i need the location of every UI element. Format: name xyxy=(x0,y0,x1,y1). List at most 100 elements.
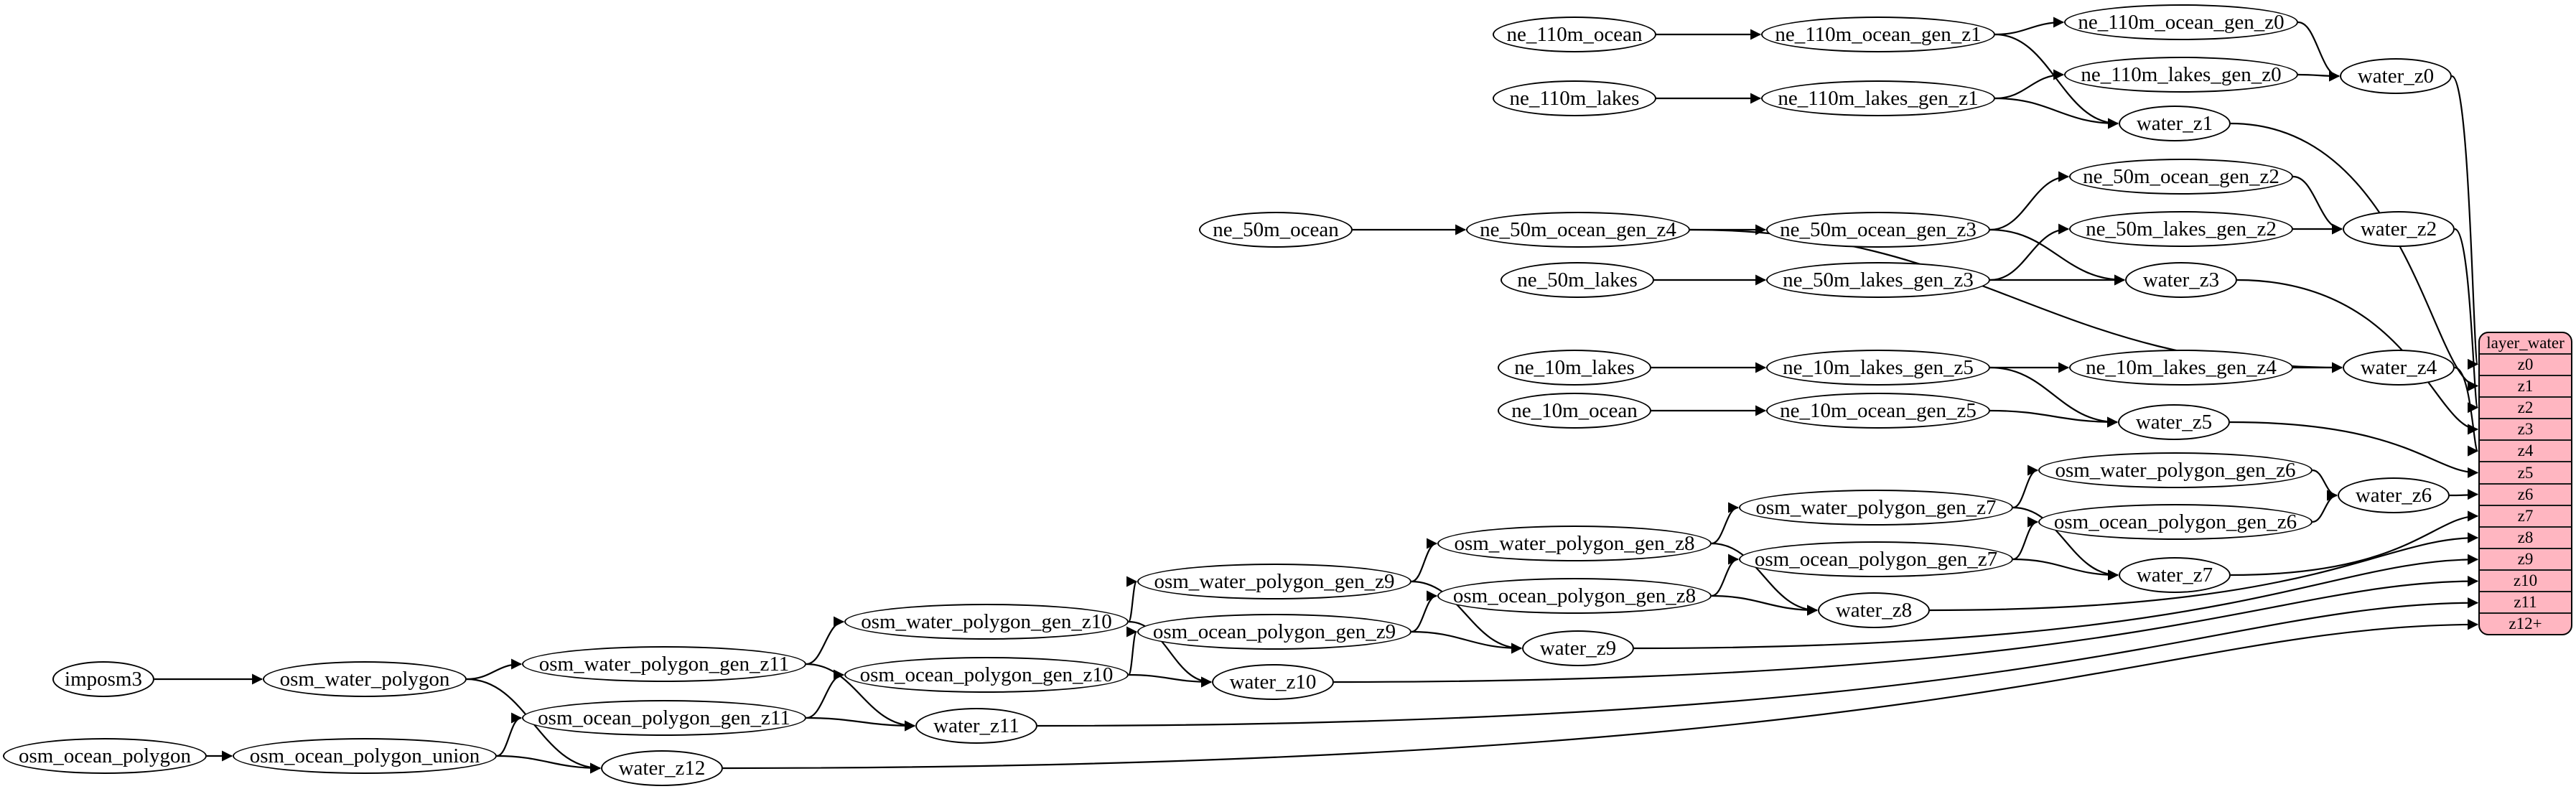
table-row-z3: z3 xyxy=(2480,418,2571,439)
graph-node-water_z8: water_z8 xyxy=(1818,592,1930,628)
edge-osm_water_polygon_gen_z11-to-water_z11 xyxy=(806,663,916,732)
table-row-z6: z6 xyxy=(2480,482,2571,505)
graph-node-water_z4: water_z4 xyxy=(2343,350,2455,386)
graph-node-water_z1: water_z1 xyxy=(2119,106,2231,141)
graph-node-ne_110m_lakes: ne_110m_lakes xyxy=(1493,80,1656,116)
edge-osm_ocean_polygon_gen_z10-to-water_z10 xyxy=(1128,673,1213,688)
table-row-z2: z2 xyxy=(2480,396,2571,418)
graph-node-ne_50m_lakes_gen_z3: ne_50m_lakes_gen_z3 xyxy=(1766,262,1990,298)
graph-node-ne_10m_lakes: ne_10m_lakes xyxy=(1498,350,1651,386)
edge-osm_water_polygon_gen_z7-to-osm_water_polygon_gen_z6 xyxy=(2012,464,2039,509)
graph-node-ne_10m_ocean_gen_z5: ne_10m_ocean_gen_z5 xyxy=(1766,393,1990,429)
graph-node-osm_water_polygon_gen_z8: osm_water_polygon_gen_z8 xyxy=(1437,526,1712,561)
edge-water_z4-to-layer_water-z4 xyxy=(2454,366,2479,457)
graph-node-ne_50m_ocean_gen_z4: ne_50m_ocean_gen_z4 xyxy=(1466,212,1690,248)
graph-node-imposm3: imposm3 xyxy=(52,661,154,697)
table-row-z7: z7 xyxy=(2480,504,2571,526)
edge-water_z11-to-layer_water-z11 xyxy=(1037,597,2479,727)
graph-node-osm_ocean_polygon_gen_z6: osm_ocean_polygon_gen_z6 xyxy=(2038,504,2313,540)
edge-ne_50m_ocean_gen_z3-to-ne_50m_ocean_gen_z2 xyxy=(1989,171,2070,231)
graph-node-ne_50m_lakes_gen_z2: ne_50m_lakes_gen_z2 xyxy=(2069,211,2293,247)
edge-water_z2-to-layer_water-z2 xyxy=(2454,228,2479,413)
graph-node-osm_water_polygon_gen_z6: osm_water_polygon_gen_z6 xyxy=(2038,452,2313,488)
edge-osm_ocean_polygon_gen_z8-to-osm_ocean_polygon_gen_z7 xyxy=(1711,554,1740,597)
edge-osm_ocean_polygon_gen_z9-to-osm_ocean_polygon_gen_z8 xyxy=(1411,590,1438,633)
graph-node-ne_110m_lakes_gen_z0: ne_110m_lakes_gen_z0 xyxy=(2064,57,2298,93)
graph-node-ne_50m_ocean_gen_z2: ne_50m_ocean_gen_z2 xyxy=(2069,159,2293,195)
edge-osm_ocean_polygon_gen_z7-to-osm_ocean_polygon_gen_z6 xyxy=(2012,516,2039,561)
graph-node-ne_10m_lakes_gen_z4: ne_10m_lakes_gen_z4 xyxy=(2069,350,2293,386)
edge-ne_50m_lakes_gen_z3-to-ne_50m_lakes_gen_z2 xyxy=(1989,223,2070,281)
edge-osm_ocean_polygon_gen_z11-to-water_z11 xyxy=(806,716,916,732)
edge-ne_110m_lakes_gen_z1-to-ne_110m_lakes_gen_z0 xyxy=(1994,69,2065,100)
edge-osm_ocean_polygon_gen_z9-to-water_z9 xyxy=(1411,630,1523,654)
table-row-z11: z11 xyxy=(2480,590,2571,612)
graph-node-osm_water_polygon_gen_z10: osm_water_polygon_gen_z10 xyxy=(844,604,1129,640)
graph-node-ne_110m_ocean_gen_z0: ne_110m_ocean_gen_z0 xyxy=(2064,4,2298,40)
graph-node-water_z12: water_z12 xyxy=(601,750,723,786)
graph-node-water_z9: water_z9 xyxy=(1522,630,1634,666)
table-row-z12+: z12+ xyxy=(2480,612,2571,634)
edge-ne_110m_ocean_gen_z1-to-ne_110m_ocean_gen_z0 xyxy=(1994,17,2065,36)
edge-osm_water_polygon_gen_z10-to-osm_water_polygon_gen_z9 xyxy=(1126,576,1138,623)
edge-water_z8-to-layer_water-z8 xyxy=(1929,532,2479,612)
table-row-z4: z4 xyxy=(2480,439,2571,461)
edge-osm_ocean_polygon_union-to-osm_ocean_polygon_gen_z11 xyxy=(496,712,523,757)
edge-ne_110m_ocean_gen_z0-to-water_z0 xyxy=(2297,21,2341,82)
edge-ne_110m_lakes_gen_z0-to-water_z0 xyxy=(2297,70,2341,82)
edge-osm_water_polygon_gen_z8-to-osm_water_polygon_gen_z7 xyxy=(1711,502,1740,545)
edge-osm_ocean_polygon_gen_z7-to-water_z7 xyxy=(2012,558,2119,581)
graph-node-osm_ocean_polygon_gen_z11: osm_ocean_polygon_gen_z11 xyxy=(522,700,806,736)
edge-osm_ocean_polygon_union-to-water_z12 xyxy=(496,755,602,774)
graph-node-osm_ocean_polygon_union: osm_ocean_polygon_union xyxy=(233,738,497,774)
graph-node-osm_water_polygon_gen_z11: osm_water_polygon_gen_z11 xyxy=(522,646,806,682)
graph-node-water_z6: water_z6 xyxy=(2338,477,2450,513)
edge-ne_10m_ocean_gen_z5-to-water_z5 xyxy=(1989,409,2119,428)
graph-node-water_z5: water_z5 xyxy=(2118,404,2230,440)
table-header: layer_water xyxy=(2486,334,2565,353)
edge-osm_water_polygon_gen_z9-to-water_z9 xyxy=(1411,580,1523,654)
table-row-z5: z5 xyxy=(2480,461,2571,482)
graph-node-water_z10: water_z10 xyxy=(1212,664,1334,700)
table-row-z9: z9 xyxy=(2480,547,2571,569)
edge-water_z7-to-layer_water-z7 xyxy=(2230,510,2479,576)
table-row-z0: z0 xyxy=(2480,353,2571,375)
graph-node-ne_110m_ocean_gen_z1: ne_110m_ocean_gen_z1 xyxy=(1761,17,1995,52)
graph-node-osm_water_polygon_gen_z7: osm_water_polygon_gen_z7 xyxy=(1739,490,2013,526)
graph-node-osm_water_polygon: osm_water_polygon xyxy=(263,661,467,697)
edge-water_z12-to-layer_water-z12+ xyxy=(722,619,2479,770)
edge-osm_ocean_polygon_gen_z11-to-osm_ocean_polygon_gen_z10 xyxy=(806,669,845,719)
edge-ne_50m_ocean_gen_z2-to-water_z2 xyxy=(2292,175,2343,235)
graph-node-water_z0: water_z0 xyxy=(2340,58,2452,94)
edge-ne_50m_ocean_gen_z3-to-water_z3 xyxy=(1989,228,2126,286)
graph-node-osm_ocean_polygon_gen_z7: osm_ocean_polygon_gen_z7 xyxy=(1739,541,2013,577)
edge-osm_water_polygon_gen_z7-to-water_z7 xyxy=(2012,506,2119,581)
graph-node-ne_10m_lakes_gen_z5: ne_10m_lakes_gen_z5 xyxy=(1766,350,1990,386)
edge-osm_ocean_polygon_gen_z10-to-osm_ocean_polygon_gen_z9 xyxy=(1126,626,1138,676)
graph-node-water_z2: water_z2 xyxy=(2343,211,2455,247)
edge-water_z5-to-layer_water-z5 xyxy=(2229,421,2479,478)
graph-node-osm_water_polygon_gen_z9: osm_water_polygon_gen_z9 xyxy=(1137,564,1411,599)
edge-water_z9-to-layer_water-z9 xyxy=(1633,554,2479,650)
table-row-z10: z10 xyxy=(2480,569,2571,591)
graph-node-ne_10m_ocean: ne_10m_ocean xyxy=(1498,393,1651,429)
edge-osm_water_polygon_gen_z10-to-water_z10 xyxy=(1128,620,1213,688)
graph-node-ne_110m_lakes_gen_z1: ne_110m_lakes_gen_z1 xyxy=(1761,80,1995,116)
table-row-z1: z1 xyxy=(2480,375,2571,396)
edge-osm_water_polygon_gen_z6-to-water_z6 xyxy=(2312,469,2338,501)
graph-node-ne_50m_ocean_gen_z3: ne_50m_ocean_gen_z3 xyxy=(1766,212,1990,248)
graph-node-osm_ocean_polygon_gen_z8: osm_ocean_polygon_gen_z8 xyxy=(1437,578,1712,614)
edge-water_z0-to-layer_water-z0 xyxy=(2451,75,2479,369)
graph-node-osm_ocean_polygon_gen_z9: osm_ocean_polygon_gen_z9 xyxy=(1137,614,1411,650)
edge-osm_ocean_polygon_gen_z6-to-water_z6 xyxy=(2312,490,2338,523)
graph-node-ne_50m_lakes: ne_50m_lakes xyxy=(1501,262,1654,298)
graph-node-ne_50m_ocean: ne_50m_ocean xyxy=(1199,212,1353,248)
edge-water_z1-to-layer_water-z1 xyxy=(2230,122,2479,391)
edge-osm_water_polygon_gen_z8-to-water_z8 xyxy=(1711,542,1819,616)
graph-node-osm_ocean_polygon: osm_ocean_polygon xyxy=(3,738,207,774)
edge-ne_10m_lakes_gen_z5-to-water_z5 xyxy=(1989,366,2119,428)
edge-osm_water_polygon-to-osm_water_polygon_gen_z11 xyxy=(466,658,523,681)
graph-node-ne_110m_ocean: ne_110m_ocean xyxy=(1493,17,1656,52)
